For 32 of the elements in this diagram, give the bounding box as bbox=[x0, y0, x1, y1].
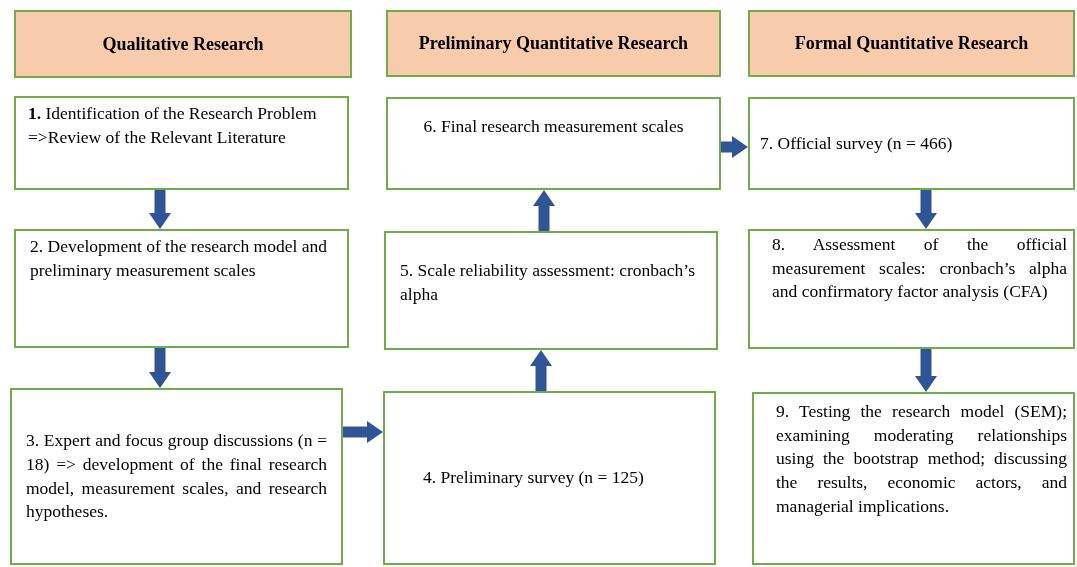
step-text: 1. Identification of the Research Problem =>Review of the Relevant Literature bbox=[28, 102, 318, 149]
process-box bbox=[748, 97, 1075, 190]
step-text: 4. Preliminary survey (n = 125) bbox=[423, 466, 645, 490]
arrow bbox=[915, 190, 937, 229]
column-header bbox=[386, 10, 721, 77]
process-box bbox=[384, 231, 718, 350]
step-text: 9. Testing the research model (SEM); examining moderating relationships using the bootstrap method; discussing the results, economic actors, and managerial implications. bbox=[776, 400, 1067, 518]
step-text: 7. Official survey (n = 466) bbox=[760, 131, 954, 155]
arrow bbox=[915, 349, 937, 392]
process-box bbox=[383, 391, 716, 565]
header-text: Preliminary Quantitative Research bbox=[418, 32, 689, 56]
step-text: 5. Scale reliability assessment: cronbach’s alpha bbox=[400, 259, 696, 306]
process-box bbox=[748, 229, 1075, 349]
step-text: 2. Development of the research model and preliminary measurement scales bbox=[30, 235, 328, 282]
process-box bbox=[14, 96, 349, 190]
process-box bbox=[752, 392, 1075, 565]
process-box bbox=[386, 97, 721, 190]
arrow bbox=[530, 350, 552, 391]
arrow bbox=[149, 190, 171, 229]
column-header bbox=[748, 10, 1075, 77]
arrow bbox=[343, 421, 383, 443]
arrow bbox=[533, 190, 555, 231]
step-text: 3. Expert and focus group discussions (n = 18) => development of the final research model, measurement scales, and research hypotheses. bbox=[26, 429, 327, 524]
header-text: Qualitative Research bbox=[102, 32, 264, 56]
process-box bbox=[10, 388, 343, 565]
process-box bbox=[14, 229, 349, 348]
column-header bbox=[14, 10, 352, 78]
arrow bbox=[149, 348, 171, 388]
step-text: 8. Assessment of the official measurement scales: cronbach’s alpha and confirmatory factor analysis (CFA) bbox=[772, 233, 1067, 304]
step-text: 6. Final research measurement scales bbox=[422, 115, 685, 138]
header-text: Formal Quantitative Research bbox=[794, 32, 1029, 56]
arrow bbox=[721, 136, 748, 158]
